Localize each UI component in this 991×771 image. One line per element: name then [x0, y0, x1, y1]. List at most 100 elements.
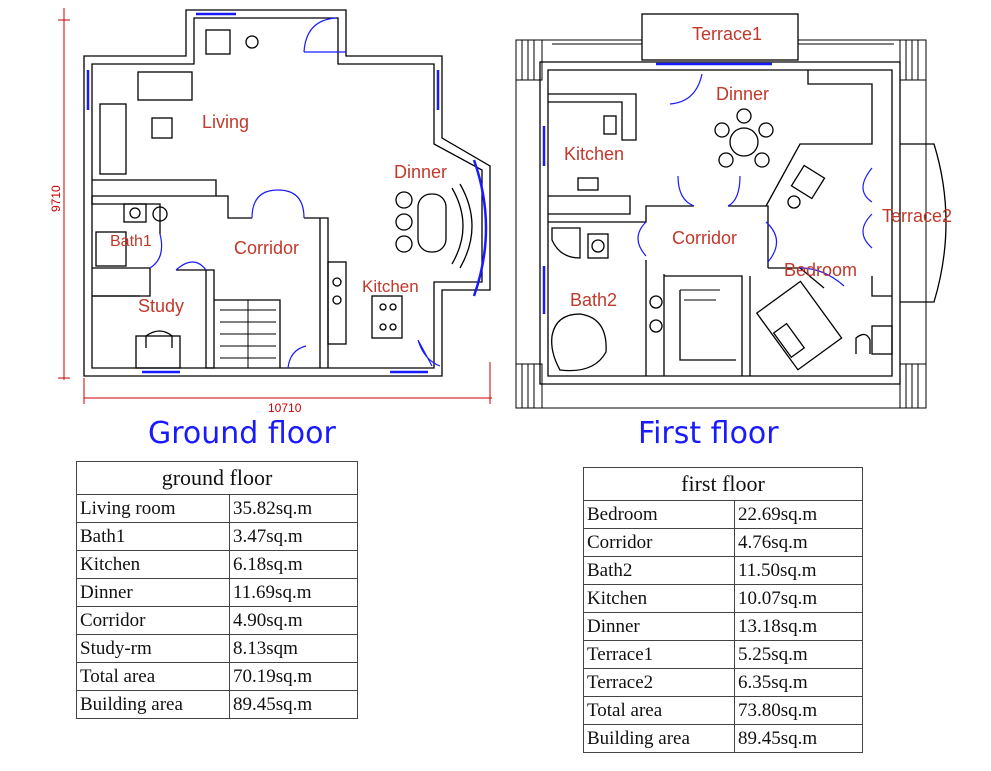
dimension-height-label: 9710 — [49, 185, 63, 212]
room-label-terrace2: Terrace2 — [882, 206, 952, 226]
room-label-first-corridor: Corridor — [672, 228, 737, 248]
room-label-bath1: Bath1 — [110, 233, 152, 250]
floor-plans: Living Dinner Bath1 Corridor Kitchen Stu… — [49, 8, 952, 415]
room-name-cell: Terrace2 — [583, 668, 735, 697]
room-name-cell: Bedroom — [583, 500, 735, 529]
room-name-cell: Corridor — [583, 528, 735, 557]
room-area-cell: 8.13sqm — [229, 634, 358, 663]
terrace1-outline — [641, 13, 799, 61]
terrace2-outline — [900, 143, 947, 303]
room-name-cell: Dinner — [76, 578, 230, 607]
room-name-cell: Building area — [76, 690, 230, 719]
room-name-cell: Kitchen — [76, 550, 230, 579]
room-area-cell: 70.19sq.m — [229, 662, 358, 691]
room-name-cell: Terrace1 — [583, 640, 735, 669]
first-kitchen-units — [577, 115, 617, 191]
bath2-fixtures — [551, 227, 663, 372]
room-label-bedroom: Bedroom — [784, 260, 857, 280]
room-label-dinner: Dinner — [394, 162, 447, 182]
room-area-cell: 4.76sq.m — [734, 528, 863, 557]
room-label-first-kitchen: Kitchen — [564, 144, 624, 164]
room-area-cell: 5.25sq.m — [734, 640, 863, 669]
first-outer-wall — [539, 61, 901, 385]
ground-kitchen-units — [327, 261, 403, 345]
dimension-lines — [58, 8, 492, 404]
room-area-cell: 89.45sq.m — [229, 690, 358, 719]
room-name-cell: Dinner — [583, 612, 735, 641]
first-dining-set — [714, 108, 774, 168]
room-area-cell: 11.69sq.m — [229, 578, 358, 607]
room-name-cell: Study-rm — [76, 634, 230, 663]
room-name-cell: Living room — [76, 494, 230, 523]
room-name-cell: Bath2 — [583, 556, 735, 585]
room-label-bath2: Bath2 — [570, 290, 617, 310]
first-windows — [542, 62, 772, 314]
room-label-living: Living — [202, 112, 249, 132]
first-inner-wall — [547, 69, 893, 377]
room-area-cell: 4.90sq.m — [229, 606, 358, 635]
room-name-cell: Bath1 — [76, 522, 230, 551]
ground-inner-wall — [91, 17, 483, 369]
dimension-labels: 10710 9710 — [49, 185, 302, 415]
room-area-cell: 6.35sq.m — [734, 668, 863, 697]
living-furniture — [99, 29, 259, 175]
ground-interior-walls — [91, 179, 329, 369]
first-interior-walls — [548, 70, 892, 376]
room-label-first-dinner: Dinner — [716, 84, 769, 104]
room-label-kitchen: Kitchen — [362, 277, 419, 296]
bath1-fixtures — [95, 203, 168, 267]
ground-interior-doors — [149, 189, 307, 369]
room-name-cell: Corridor — [76, 606, 230, 635]
dimension-width-label: 10710 — [268, 401, 302, 415]
ground-outer-wall — [83, 9, 491, 377]
first-stairs — [680, 289, 720, 301]
first-room-labels: Terrace1 Dinner Kitchen Corridor Terrace… — [564, 24, 952, 310]
room-area-cell: 22.69sq.m — [734, 500, 863, 529]
roof-eaves — [515, 39, 927, 409]
ground-table-title: ground floor — [76, 461, 358, 495]
ground-floor-plan — [58, 8, 492, 404]
room-area-cell: 11.50sq.m — [734, 556, 863, 585]
ground-entry-door — [303, 17, 441, 367]
first-floor-plan — [515, 13, 947, 409]
ground-room-labels: Living Dinner Bath1 Corridor Kitchen Stu… — [110, 112, 447, 316]
room-name-cell: Total area — [583, 696, 735, 725]
first-table-title: first floor — [583, 467, 863, 501]
study-desk — [145, 330, 173, 348]
room-area-cell: 6.18sq.m — [229, 550, 358, 579]
room-area-cell: 10.07sq.m — [734, 584, 863, 613]
room-label-study: Study — [138, 296, 184, 316]
first-doors — [637, 73, 873, 287]
room-area-cell: 73.80sq.m — [734, 696, 863, 725]
room-area-cell: 3.47sq.m — [229, 522, 358, 551]
room-name-cell: Building area — [583, 724, 735, 753]
bedroom-furniture — [755, 164, 893, 371]
room-area-cell: 13.18sq.m — [734, 612, 863, 641]
room-name-cell: Total area — [76, 662, 230, 691]
room-area-cell: 89.45sq.m — [734, 724, 863, 753]
room-name-cell: Kitchen — [583, 584, 735, 613]
ground-windows — [86, 12, 488, 374]
ground-floor-caption: Ground floor — [148, 416, 336, 451]
room-area-cell: 35.82sq.m — [229, 494, 358, 523]
ground-dining-set — [395, 183, 473, 269]
room-label-terrace1: Terrace1 — [692, 24, 762, 44]
